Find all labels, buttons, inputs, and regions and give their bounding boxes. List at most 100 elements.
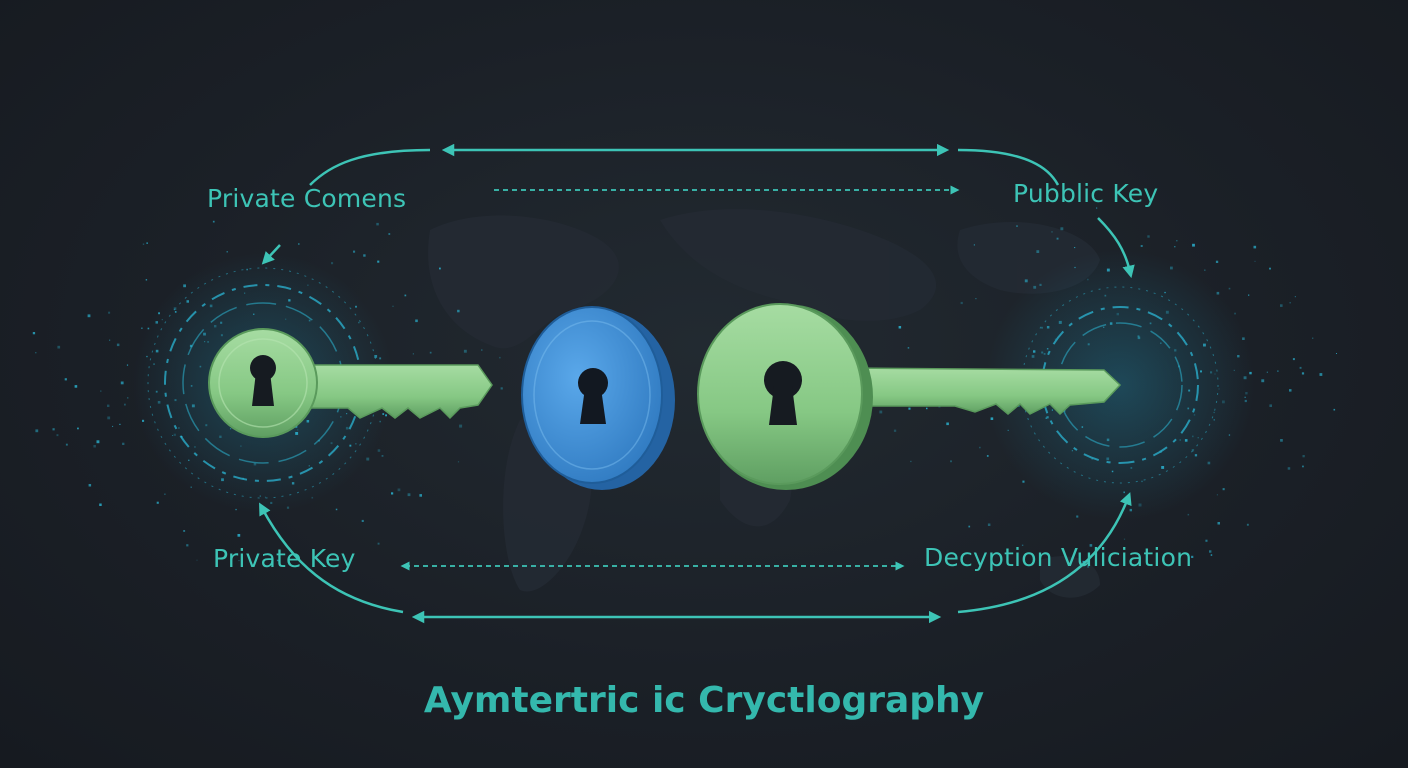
particle-dot [219,435,222,438]
particle-dot [1104,294,1107,297]
particle-dot [64,378,67,381]
particle-dot [391,492,394,495]
particle-dot [907,347,910,349]
particle-dot [116,343,120,347]
padlock-icon [521,306,675,490]
particle-dot [291,482,295,485]
particle-dot [1046,326,1050,329]
particle-dot [155,390,158,393]
particle-dot [96,440,100,444]
particle-dot [1187,407,1190,410]
particle-dot [1087,343,1090,346]
particle-dot [88,484,92,487]
particle-dot [1217,522,1220,525]
particle-dot [1179,439,1181,441]
label-decryption-validation: Decyption Vuliciation [924,543,1193,572]
particle-dot [230,428,232,430]
particle-dot [155,321,158,324]
particle-dot [306,420,310,423]
particle-dot [56,434,59,437]
particle-dot [1209,550,1212,553]
particle-dot [1237,355,1240,358]
particle-dot [173,307,177,310]
particle-dot [242,477,244,480]
particle-dot [191,404,195,408]
particle-dot [1214,373,1216,375]
particle-dot [1228,287,1231,290]
particle-dot [1109,322,1113,325]
particle-dot [374,355,378,358]
particle-dot [108,311,111,314]
particle-dot [1116,312,1119,316]
particle-dot [392,305,394,307]
particle-dot [968,525,971,528]
particle-dot [157,401,161,404]
particle-dot [499,356,501,359]
particle-dot [1087,278,1089,281]
particle-dot [459,424,463,428]
particle-dot [285,318,287,320]
particle-dot [1254,260,1256,262]
particle-dot [57,345,61,349]
particle-dot [126,364,129,366]
particle-dot [1246,523,1249,526]
particle-dot [286,506,290,509]
particle-dot [1071,450,1073,452]
particle-dot [1165,310,1169,314]
particle-dot [1016,225,1018,227]
particle-dot [376,222,379,226]
particle-dot [235,508,237,511]
particle-dot [1205,539,1208,542]
particle-dot [1244,396,1246,398]
particle-dot [1207,461,1211,465]
particle-dot [1228,434,1231,436]
particle-dot [238,560,240,562]
label-private-comens: Private Comens [207,184,407,213]
particle-dot [264,496,266,498]
particle-dot [107,404,110,407]
particle-dot [1137,336,1141,340]
particle-dot [196,559,198,561]
particle-dot [1103,326,1105,328]
particle-dot [1183,340,1185,342]
particle-dot [1218,388,1220,390]
particle-dot [1269,404,1272,407]
particle-dot [1234,312,1236,315]
particle-dot [100,390,102,392]
top-right-curve [957,148,1060,186]
particle-dot [1106,438,1110,442]
particle-dot [173,433,176,436]
particle-dot [1106,268,1110,272]
particle-dot [1060,227,1064,231]
particle-dot [1194,454,1198,457]
particle-dot [926,407,928,410]
top-arrows [261,143,1135,279]
particle-dot [1269,267,1271,270]
particle-dot [1302,465,1304,468]
particle-dot [1188,389,1191,392]
particle-dot [1336,353,1337,354]
particle-dot [220,334,223,337]
particle-dot [74,385,78,388]
particle-dot [330,442,333,445]
particle-dot [1033,350,1036,353]
particle-dot [199,365,202,368]
particle-dot [893,429,897,432]
particle-dot [1215,260,1219,263]
particle-dot [987,523,991,526]
particle-dot [1213,411,1215,414]
particle-dot [295,432,299,435]
label-private-key: Private Key [213,544,356,573]
particle-dot [1036,250,1040,253]
particle-dot [1096,207,1098,209]
particle-dot [226,251,228,253]
particle-dot [1033,285,1037,289]
particle-dot [1160,342,1162,344]
particle-dot [429,351,432,354]
particle-dot [190,486,192,488]
particle-dot [385,414,387,417]
particle-dot [463,349,467,353]
particle-dot [1046,416,1049,419]
particle-dot [1123,491,1125,494]
